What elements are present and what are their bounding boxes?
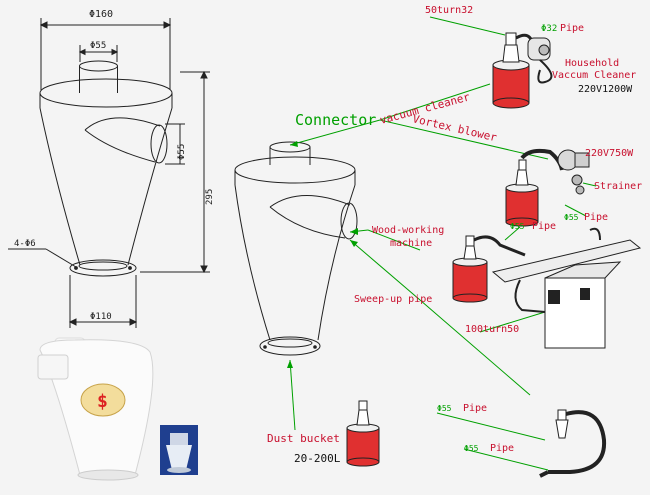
- center-cyclone: [234, 141, 358, 356]
- vacuum-turn: 50turn32: [425, 5, 473, 16]
- sweep-setup: [539, 409, 607, 478]
- woodwork-pipe: Pipe: [532, 221, 556, 232]
- svg-text:$: $: [97, 391, 108, 412]
- dim-top-width: Φ160: [89, 9, 113, 20]
- vacuum-household-2: Vaccum Cleaner: [552, 70, 636, 81]
- connector-lines: [289, 16, 597, 471]
- label-dust-bucket: Dust bucket: [267, 432, 340, 445]
- blower-setup: [505, 148, 590, 227]
- label-wood-working-1: Wood-working: [372, 225, 444, 236]
- label-connector: Connector: [295, 111, 376, 129]
- product-photo: $: [37, 337, 154, 481]
- blower-pipe: Pipe: [584, 212, 608, 223]
- technical-drawing: [8, 18, 210, 328]
- dim-height: 295: [205, 189, 215, 205]
- sweep-pipe-1: Pipe: [463, 403, 487, 414]
- vacuum-pipe: Pipe: [560, 23, 584, 34]
- dim-base-width: Φ110: [90, 312, 112, 322]
- label-wood-working-2: machine: [390, 238, 432, 249]
- sweep-pipe-size-1: Φ55: [437, 404, 452, 413]
- sweep-pipe-2: Pipe: [490, 443, 514, 454]
- label-dust-bucket-size: 20-200L: [294, 452, 341, 465]
- dim-bolts: 4-Φ6: [14, 239, 36, 249]
- sweep-pipe-size-2: Φ55: [464, 444, 479, 453]
- blower-strainer: Strainer: [594, 181, 642, 192]
- woodwork-pipe-size: Φ55: [510, 222, 525, 231]
- vacuum-setup: [492, 32, 553, 109]
- blower-power: 220V750W: [585, 148, 634, 159]
- woodwork-turn: 100turn50: [465, 324, 519, 335]
- woodworking-setup: [452, 227, 642, 349]
- blower-pipe-size: Φ55: [564, 213, 579, 222]
- vacuum-household-1: Household: [565, 58, 619, 69]
- dim-inlet-top: Φ55: [90, 41, 106, 51]
- vacuum-pipe-size: Φ32: [541, 24, 557, 34]
- label-sweep-up-pipe: Sweep-up pipe: [354, 294, 432, 305]
- dim-side-inlet: Φ55: [177, 144, 187, 160]
- thumbnail-photo: [160, 425, 198, 475]
- dust-bucket: [346, 400, 380, 467]
- vacuum-power: 220V1200W: [578, 84, 633, 95]
